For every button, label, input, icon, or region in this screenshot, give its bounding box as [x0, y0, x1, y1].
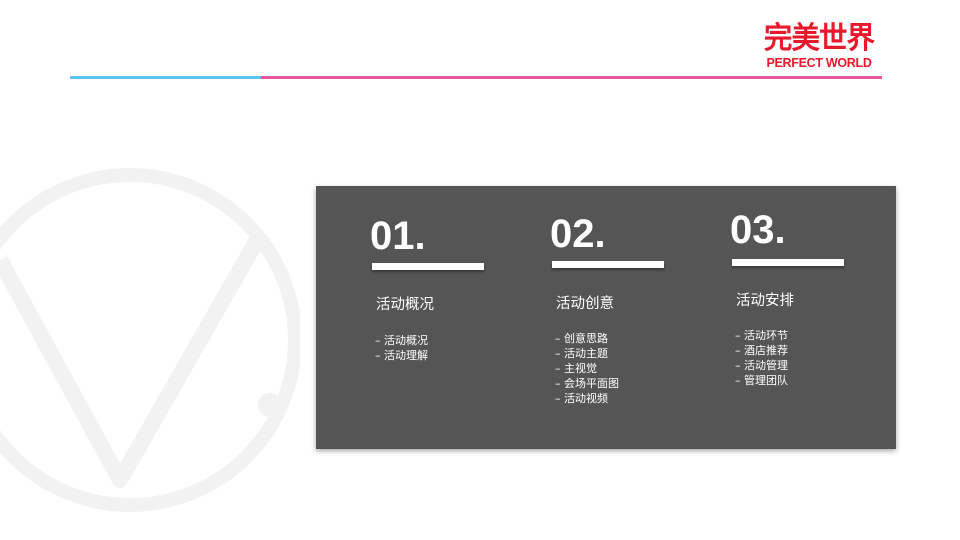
v-logo-watermark: [0, 168, 300, 512]
perfect-world-logo: 完美世界 PERFECT WORLD: [756, 21, 882, 71]
list-item: 酒店推荐: [735, 343, 788, 358]
list-item: 活动主题: [555, 346, 619, 361]
section-item-list: 活动环节 酒店推荐 活动管理 管理团队: [735, 328, 788, 388]
section-number: 03.: [730, 208, 786, 252]
section-underline: [732, 259, 844, 266]
agenda-card: 01. 活动概况 活动概况 活动理解 02. 活动创意 创意思路 活动主题 主视…: [316, 186, 896, 449]
section-number: 01.: [370, 214, 426, 258]
watermark-ring: [0, 168, 300, 512]
section-underline: [372, 263, 484, 270]
watermark-dot: [258, 393, 282, 417]
section-title: 活动创意: [556, 296, 614, 312]
section-title: 活动概况: [376, 297, 434, 313]
section-underline: [552, 261, 664, 268]
list-item: 活动视频: [555, 391, 619, 406]
section-number: 02.: [550, 212, 606, 256]
section-item-list: 活动概况 活动理解: [375, 333, 428, 363]
section-item-list: 创意思路 活动主题 主视觉 会场平面图 活动视频: [555, 331, 619, 406]
watermark-v-shape: [0, 231, 267, 488]
list-item: 创意思路: [555, 331, 619, 346]
list-item: 管理团队: [735, 373, 788, 388]
list-item: 主视觉: [555, 361, 619, 376]
section-title: 活动安排: [736, 293, 794, 309]
logo-chinese-text: 完美世界: [763, 21, 875, 56]
header-divider-blue: [70, 76, 261, 79]
list-item: 活动管理: [735, 358, 788, 373]
list-item: 活动理解: [375, 348, 428, 363]
list-item: 活动概况: [375, 333, 428, 348]
header-divider-pink: [261, 76, 882, 79]
list-item: 会场平面图: [555, 376, 619, 391]
logo-english-text: PERFECT WORLD: [766, 56, 872, 70]
list-item: 活动环节: [735, 328, 788, 343]
